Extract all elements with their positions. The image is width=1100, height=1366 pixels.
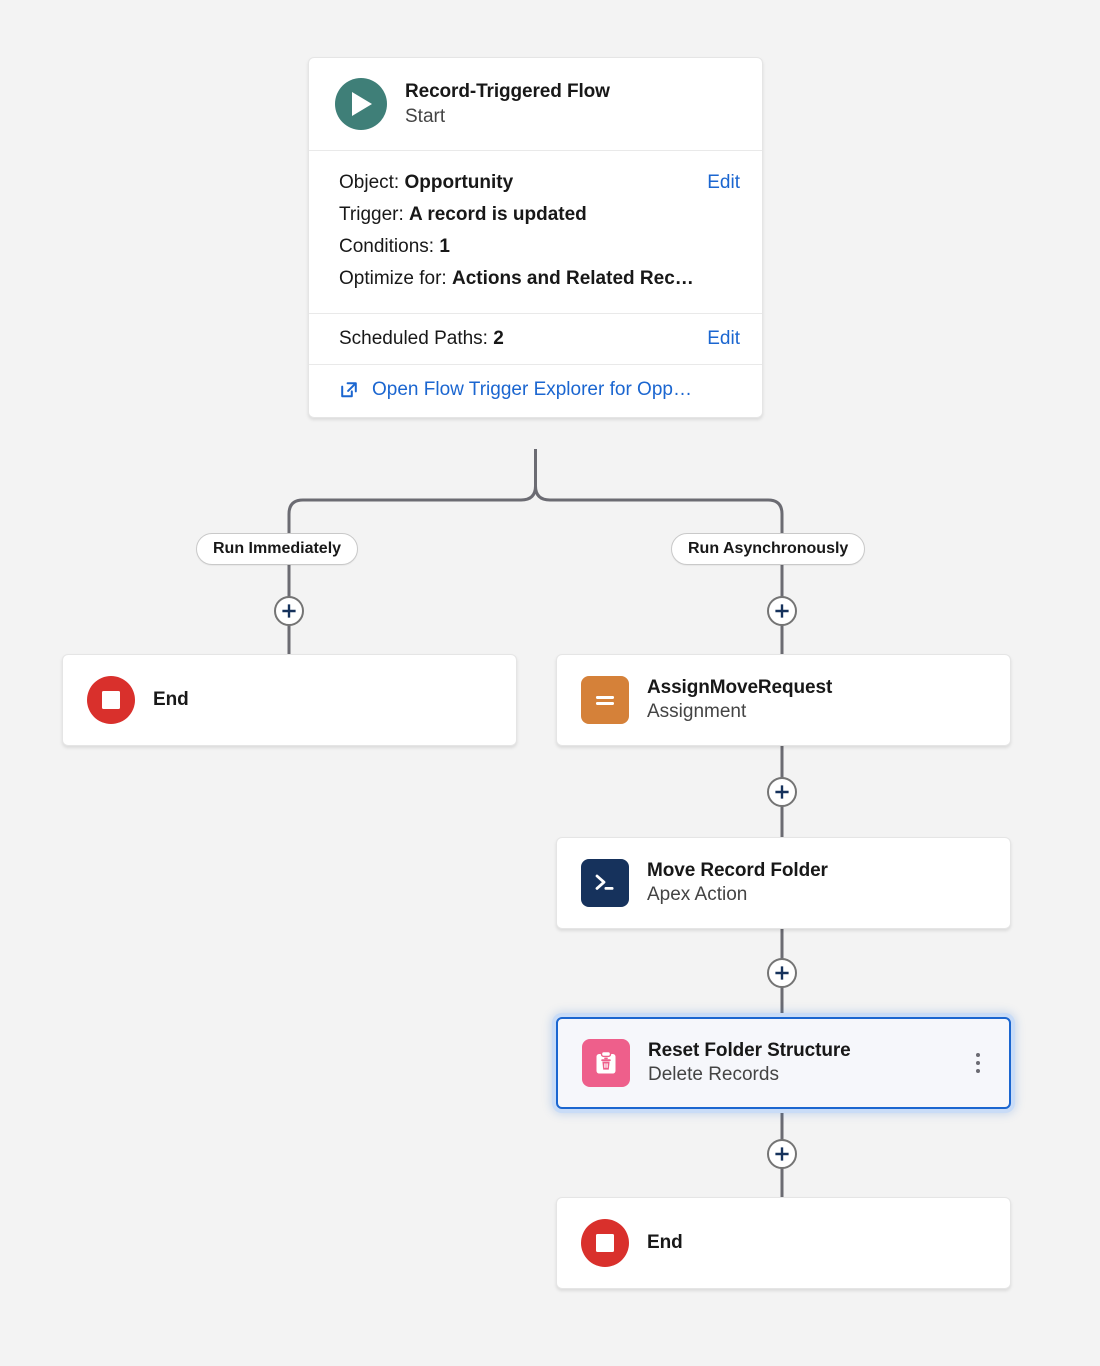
start-node-details: Object: Opportunity Edit Trigger: A reco… (309, 151, 762, 314)
end-stop-icon (87, 676, 135, 724)
edit-object-link[interactable]: Edit (707, 172, 740, 193)
node-assign-subtitle: Assignment (647, 701, 747, 722)
start-node-header: Record-Triggered Flow Start (309, 58, 762, 151)
node-end-left[interactable]: End (62, 654, 517, 746)
detail-row-object: Object: Opportunity Edit (339, 167, 740, 199)
node-assign-move-request[interactable]: AssignMoveRequest Assignment (556, 654, 1011, 746)
detail-conditions-value: 1 (439, 236, 450, 257)
plus-icon (775, 785, 789, 799)
detail-row-trigger: Trigger: A record is updated (339, 199, 740, 231)
node-apex-texts: Move Record Folder Apex Action (647, 860, 828, 906)
detail-trigger: Trigger: A record is updated (339, 204, 587, 226)
detail-optimize: Optimize for: Actions and Related Rec… (339, 268, 694, 290)
add-element-run-immediately-button[interactable] (274, 596, 304, 626)
add-element-run-asynchronously-button[interactable] (767, 596, 797, 626)
node-delete-subtitle: Delete Records (648, 1064, 779, 1085)
kebab-menu-icon[interactable] (965, 1046, 991, 1080)
detail-object-value: Opportunity (404, 172, 514, 193)
detail-row-conditions: Conditions: 1 (339, 231, 740, 263)
node-move-record-folder[interactable]: Move Record Folder Apex Action (556, 837, 1011, 929)
scheduled-paths-label: Scheduled Paths: (339, 328, 488, 349)
trigger-explorer-row[interactable]: Open Flow Trigger Explorer for Opp… (309, 365, 762, 417)
scheduled-paths-value: 2 (493, 328, 504, 349)
detail-object-label: Object: (339, 172, 400, 193)
node-apex-title: Move Record Folder (647, 860, 828, 881)
open-flow-trigger-explorer-link[interactable]: Open Flow Trigger Explorer for Opp… (372, 379, 692, 400)
branch-label-run-asynchronously[interactable]: Run Asynchronously (671, 533, 866, 565)
add-element-after-assignment-button[interactable] (767, 777, 797, 807)
start-node-card[interactable]: Record-Triggered Flow Start Object: Oppo… (308, 57, 763, 418)
apex-terminal-icon (581, 859, 629, 907)
end-stop-icon (581, 1219, 629, 1267)
node-end-bottom-title: End (647, 1232, 683, 1253)
node-end-bottom-texts: End (647, 1232, 683, 1254)
start-node-titles: Record-Triggered Flow Start (405, 81, 610, 128)
start-node-title: Record-Triggered Flow (405, 80, 610, 102)
scheduled-paths-row: Scheduled Paths: 2 Edit (309, 314, 762, 365)
detail-optimize-label: Optimize for: (339, 268, 447, 289)
node-assign-title: AssignMoveRequest (647, 677, 833, 698)
plus-icon (775, 604, 789, 618)
node-assign-texts: AssignMoveRequest Assignment (647, 677, 832, 723)
detail-optimize-value: Actions and Related Rec… (451, 268, 694, 289)
node-delete-title: Reset Folder Structure (648, 1040, 851, 1061)
branch-label-run-immediately[interactable]: Run Immediately (196, 533, 359, 565)
node-apex-subtitle: Apex Action (647, 884, 748, 905)
add-element-after-delete-records-button[interactable] (767, 1139, 797, 1169)
edit-scheduled-paths-link[interactable]: Edit (707, 328, 740, 349)
plus-icon (775, 1147, 789, 1161)
node-end-left-title: End (153, 689, 189, 710)
node-end-left-texts: End (153, 689, 189, 711)
start-node-subtitle: Start (405, 105, 446, 127)
node-reset-folder-structure[interactable]: Reset Folder Structure Delete Records (556, 1017, 1011, 1109)
node-delete-texts: Reset Folder Structure Delete Records (648, 1040, 851, 1086)
assignment-icon (581, 676, 629, 724)
detail-trigger-value: A record is updated (409, 204, 587, 225)
scheduled-paths: Scheduled Paths: 2 (339, 328, 504, 350)
play-circle-icon (335, 78, 387, 130)
detail-conditions: Conditions: 1 (339, 236, 450, 258)
plus-icon (282, 604, 296, 618)
detail-row-optimize: Optimize for: Actions and Related Rec… (339, 263, 740, 295)
detail-object: Object: Opportunity (339, 172, 513, 194)
node-end-bottom[interactable]: End (556, 1197, 1011, 1289)
plus-icon (775, 966, 789, 980)
detail-conditions-label: Conditions: (339, 236, 435, 257)
add-element-after-apex-action-button[interactable] (767, 958, 797, 988)
detail-trigger-label: Trigger: (339, 204, 404, 225)
external-link-icon (339, 380, 359, 400)
delete-records-icon (582, 1039, 630, 1087)
